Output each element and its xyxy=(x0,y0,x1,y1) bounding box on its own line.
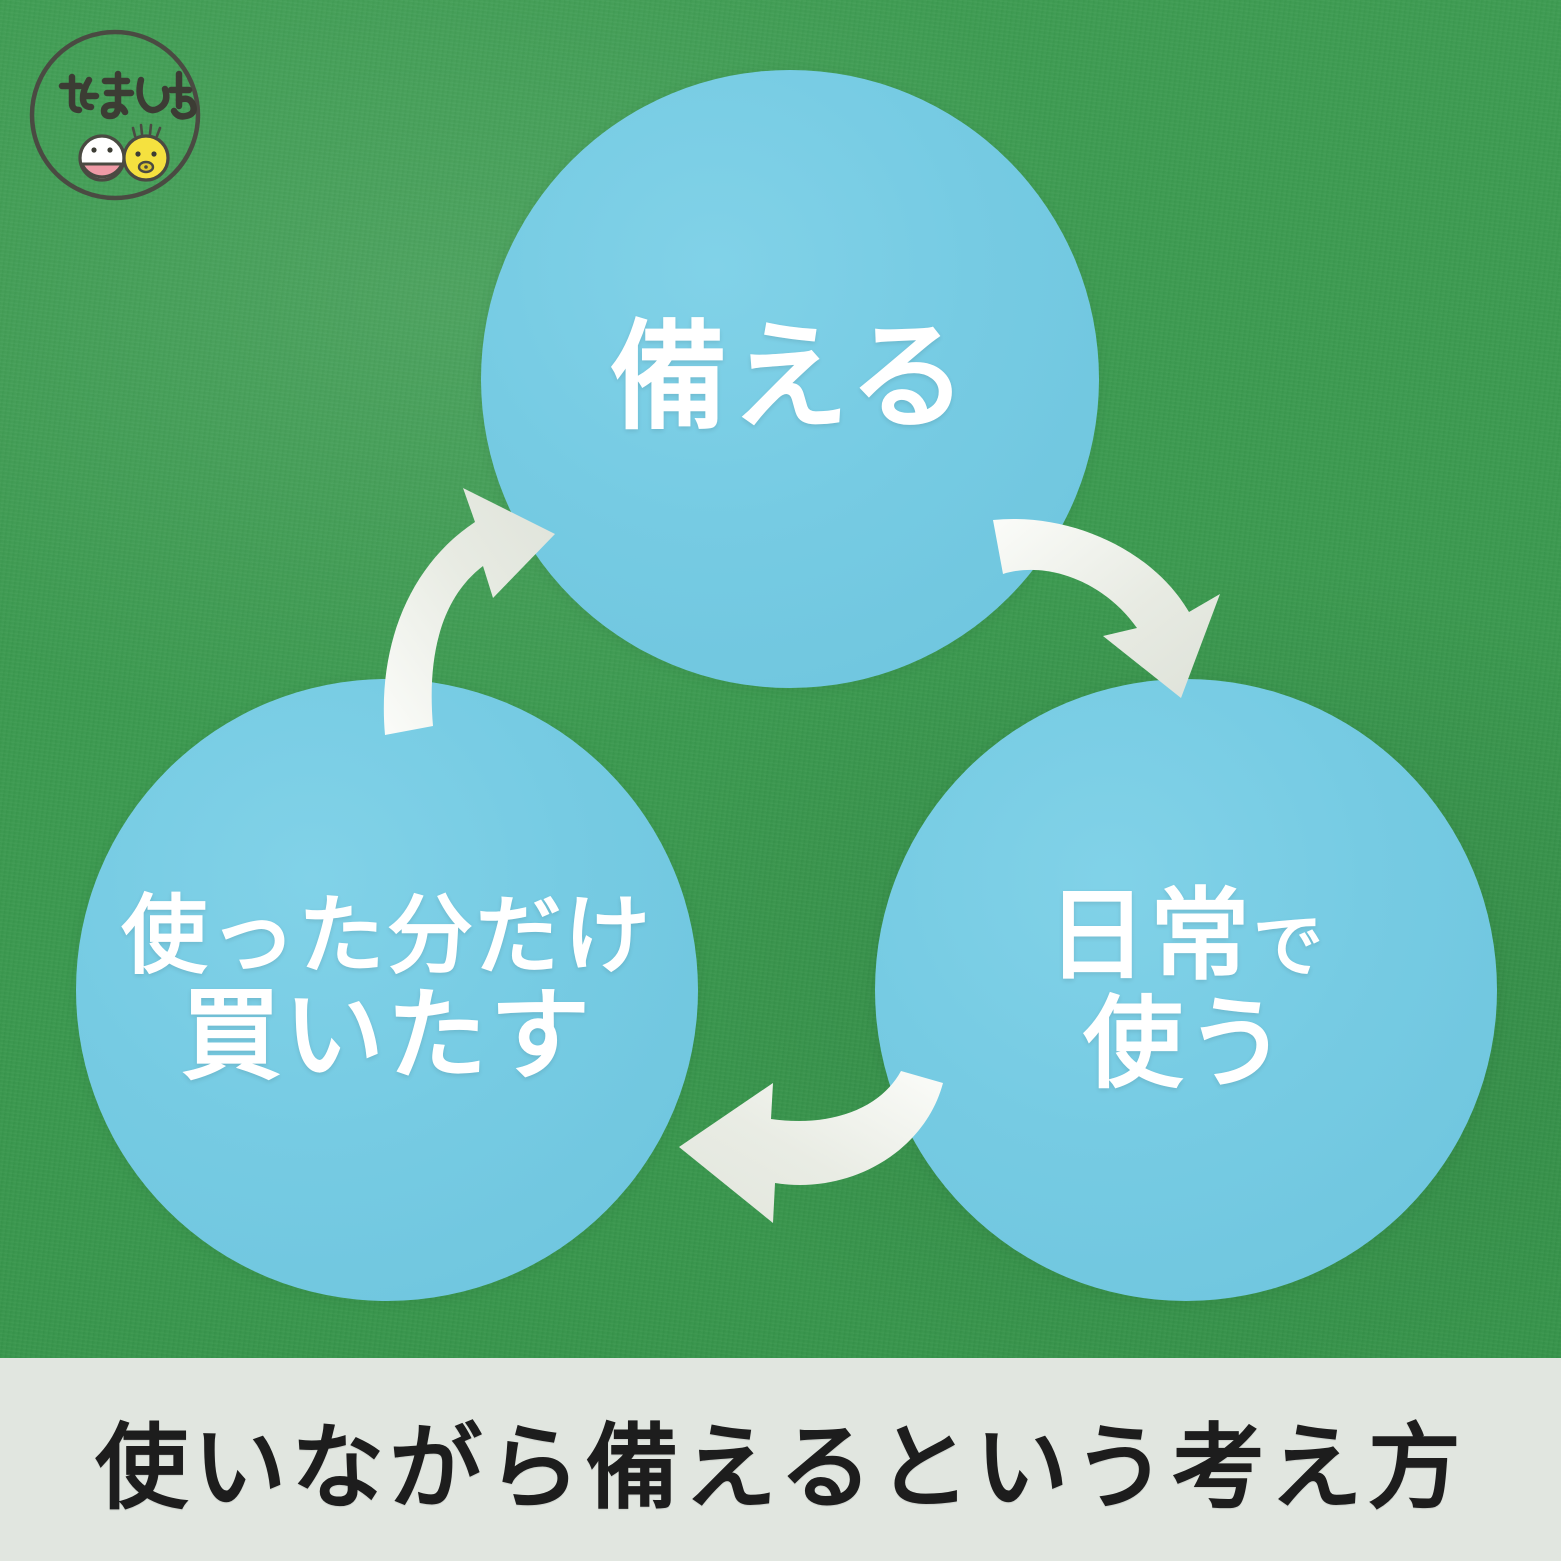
cycle-node-rebuy[interactable]: 使った分だけ 買いたす xyxy=(76,679,698,1301)
cycle-node-use-daily-line-1-suffix: で xyxy=(1252,907,1326,985)
caption-band: 使いながら備えるという考え方 xyxy=(0,1358,1561,1561)
logo-wordmark-icon xyxy=(58,70,197,120)
logo-chick-face-icon xyxy=(122,123,170,182)
cycle-node-prepare-line-1: 備える xyxy=(609,312,971,445)
cycle-node-prepare[interactable]: 備える xyxy=(481,70,1099,688)
cycle-node-use-daily[interactable]: 日常 で 使う xyxy=(875,679,1497,1301)
logo-egg-face-icon xyxy=(78,134,126,182)
cycle-node-use-daily-line-1: 日常 で xyxy=(1047,882,1325,990)
cycle-node-use-daily-line-1-main: 日常 xyxy=(1046,880,1253,992)
tamahiyo-logo xyxy=(22,22,208,208)
cycle-node-rebuy-line-1: 使った分だけ xyxy=(121,887,653,984)
cycle-node-use-daily-line-2: 使う xyxy=(1083,988,1289,1100)
caption-text: 使いながら備えるという考え方 xyxy=(95,1416,1466,1520)
cycle-node-rebuy-line-2: 買いたす xyxy=(181,980,593,1093)
